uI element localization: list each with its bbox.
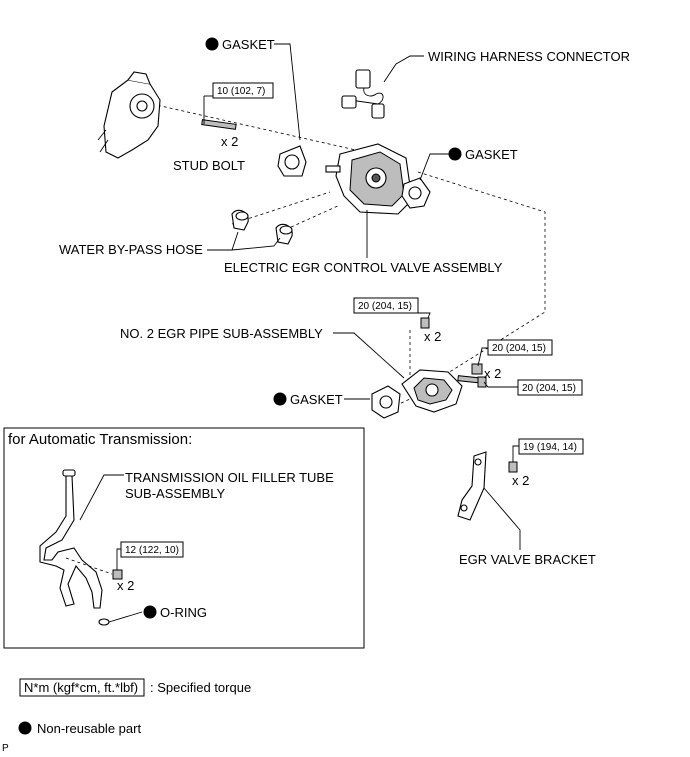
egr-pipe-label: NO. 2 EGR PIPE SUB-ASSEMBLY xyxy=(120,326,323,341)
stud-quantity: x 2 xyxy=(221,134,238,149)
engine-side-drawing xyxy=(97,71,161,159)
bracket-torque-callout: 19 (194, 14) xyxy=(518,438,584,455)
filler-torque-leader xyxy=(116,548,121,570)
o-ring-leader xyxy=(108,611,143,623)
gasket-right-label: GASKET xyxy=(465,147,518,162)
torque-description: : Specified torque xyxy=(150,680,251,695)
filler-torque-callout: 12 (122, 10) xyxy=(120,541,184,558)
torque-unit-label: N*m (kgf*cm, ft.*lbf) xyxy=(24,680,138,695)
nonreusable-dot-icon xyxy=(273,392,287,406)
pipe-nut-torque-callout: 20 (204, 15) xyxy=(487,339,553,356)
bracket-torque-value: 19 (194, 14) xyxy=(523,442,577,453)
bracket-quantity: x 2 xyxy=(512,473,529,488)
gasket-right-drawing xyxy=(401,177,431,209)
automatic-transmission-inset: for Automatic Transmission: TRANSMISSION… xyxy=(3,427,365,649)
stud-torque-value: 10 (102, 7) xyxy=(217,86,265,97)
pipe-top-quantity: x 2 xyxy=(424,329,441,344)
filler-torque-value: 12 (122, 10) xyxy=(125,545,179,556)
gasket-lower-callout: GASKET xyxy=(273,392,343,407)
wiring-harness-drawing xyxy=(341,69,385,119)
water-bypass-label: WATER BY-PASS HOSE xyxy=(59,242,203,257)
gasket-lower-drawing xyxy=(371,385,401,419)
pipe-top-torque-value: 20 (204, 15) xyxy=(358,301,412,312)
egr-pipe-bolts-drawing xyxy=(420,317,487,388)
leader-lines xyxy=(207,43,521,550)
gasket-top-drawing xyxy=(277,145,307,177)
pipe-nut-torque-value: 20 (204, 15) xyxy=(492,343,546,354)
egr-bracket-label: EGR VALVE BRACKET xyxy=(459,552,596,567)
gasket-top-label: GASKET xyxy=(222,37,275,52)
oil-filler-label-line1: TRANSMISSION OIL FILLER TUBE xyxy=(125,470,334,485)
oil-filler-tube-drawing xyxy=(39,469,123,626)
nonreusable-label: Non-reusable part xyxy=(37,721,141,736)
oil-filler-label-line2: SUB-ASSEMBLY xyxy=(125,486,226,501)
egr-valve-label: ELECTRIC EGR CONTROL VALVE ASSEMBLY xyxy=(224,260,503,275)
nonreusable-dot-icon xyxy=(18,721,32,735)
corner-mark: P xyxy=(2,743,9,754)
gasket-right-callout: GASKET xyxy=(448,147,518,162)
gasket-lower-label: GASKET xyxy=(290,392,343,407)
water-bypass-hose-drawing xyxy=(231,209,293,245)
oil-filler-leader xyxy=(79,474,124,521)
nonreusable-dot-icon xyxy=(205,37,219,51)
legend: N*m (kgf*cm, ft.*lbf) : Specified torque… xyxy=(18,678,251,736)
nonreusable-dot-icon xyxy=(143,605,157,619)
gasket-top-callout: GASKET xyxy=(205,37,275,52)
pipe-bolt-torque-value: 20 (204, 15) xyxy=(522,383,576,394)
pipe-top-torque-callout: 20 (204, 15) xyxy=(353,297,419,314)
torque-unit-box xyxy=(19,678,145,697)
pipe-nut-quantity: x 2 xyxy=(484,366,501,381)
stud-torque-callout: 10 (102, 7) xyxy=(212,82,274,99)
egr-valve-drawing xyxy=(325,143,413,215)
filler-quantity: x 2 xyxy=(117,578,134,593)
stud-bolt-label: STUD BOLT xyxy=(173,158,245,173)
egr-pipe-drawing xyxy=(401,369,463,413)
wiring-harness-label: WIRING HARNESS CONNECTOR xyxy=(428,49,630,64)
egr-bracket-drawing xyxy=(457,451,518,521)
pipe-bolt-torque-callout: 20 (204, 15) xyxy=(517,379,583,396)
o-ring-label: O-RING xyxy=(160,605,207,620)
inset-title: for Automatic Transmission: xyxy=(8,431,192,448)
stud-bolt-drawing xyxy=(201,95,237,130)
nonreusable-dot-icon xyxy=(448,147,462,161)
